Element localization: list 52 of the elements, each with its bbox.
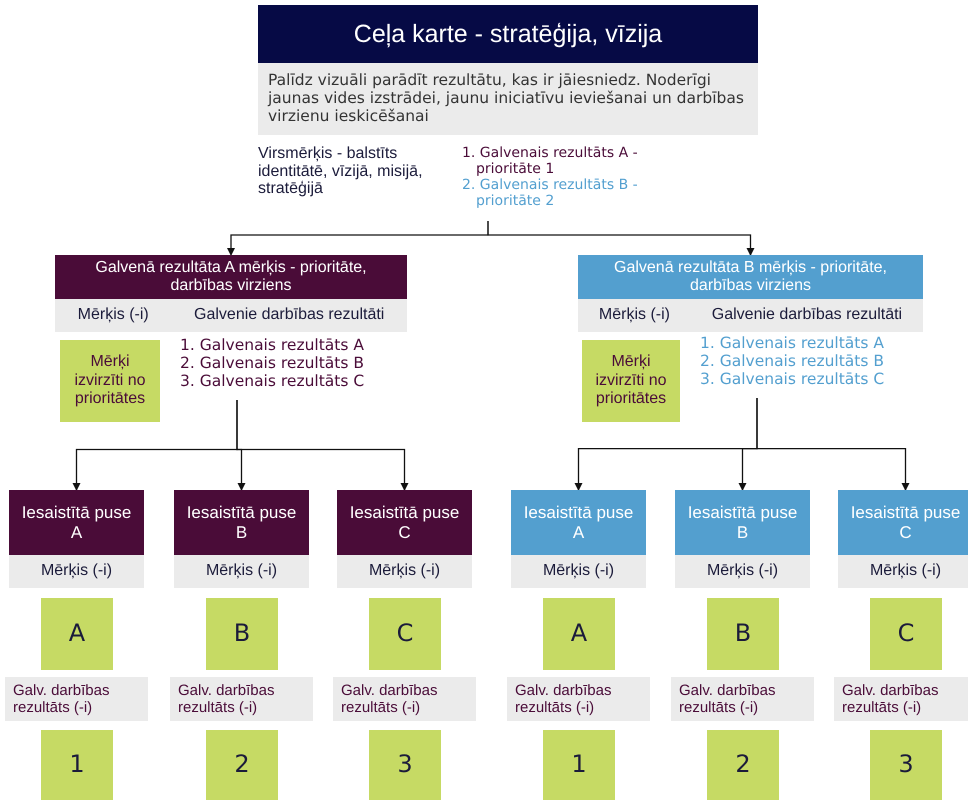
goal-bar: Mērķis (-i): [174, 555, 309, 588]
list-item: 2. Galvenais rezultāts B: [700, 352, 884, 371]
letter-box: 3: [870, 730, 942, 800]
stakeholder-box: Iesaistītā puse B: [675, 490, 810, 555]
letter-box: 3: [369, 730, 441, 800]
stakeholder-box: Iesaistītā puse C: [838, 490, 968, 555]
goal-bar: Mērķis (-i): [337, 555, 472, 588]
goal-bar: Mērķis (-i): [9, 555, 144, 588]
title-banner: Ceļa karte - stratēģija, vīzija: [258, 5, 758, 63]
goal-box: Mērķi izvirzīti no prioritātes: [582, 340, 680, 422]
letter-box: B: [707, 598, 779, 670]
list-item: 3. Galvenais rezultāts C: [180, 372, 364, 390]
stakeholder-box: Iesaistītā puse B: [174, 490, 309, 555]
letter-box: 2: [206, 730, 278, 800]
goal-bar: Mērķis (-i): [675, 555, 810, 588]
arrow: [236, 400, 408, 491]
letter-box: C: [369, 598, 441, 670]
goal-box: Mērķi izvirzīti no prioritātes: [60, 340, 160, 422]
stakeholder-box: Iesaistītā puse A: [9, 490, 144, 555]
letter-box: C: [870, 598, 942, 670]
goal-bar: Mērķis (-i): [838, 555, 968, 588]
letter-box: 1: [543, 730, 615, 800]
letter-box: A: [543, 598, 615, 670]
column-heading: Mērķis (-i): [598, 306, 670, 325]
result-bar: Galv. darbības rezultāts (-i): [5, 677, 148, 721]
description-panel: Palīdz vizuāli parādīt rezultātu, kas ir jāiesniedz. Noderīgi jaunas vides izstrādei, jaunu iniciatīvu ieviešanai un darbības virzienu ieskicēšanai: [258, 63, 758, 135]
column-heading: Galvenie darbības rezultāti: [712, 306, 902, 325]
list-item: 1. Galvenais rezultāts A: [700, 335, 884, 353]
list-item: 3. Galvenais rezultāts C: [700, 370, 884, 388]
letter-box: B: [206, 598, 278, 670]
result-bar: Galv. darbības rezultāts (-i): [333, 677, 476, 721]
letter-box: 1: [41, 730, 113, 800]
goal-header-box: Galvenā rezultāta A mērķis - prioritāte, darbības virziens: [55, 255, 407, 299]
goal-header-box: Galvenā rezultāta B mērķis - prioritāte, darbības virziens: [578, 255, 923, 299]
list-item: 2. Galvenais rezultāts B: [180, 354, 364, 373]
result-bar: Galv. darbības rezultāts (-i): [170, 677, 313, 721]
arrow: [487, 221, 754, 256]
letter-box: 2: [707, 730, 779, 800]
letter-box: A: [41, 598, 113, 670]
list-item: 1. Galvenais rezultāts A: [180, 337, 364, 355]
list-item: 2. Galvenais rezultāts B - prioritāte 2: [462, 177, 639, 210]
result-bar: Galv. darbības rezultāts (-i): [507, 677, 650, 721]
stakeholder-box: Iesaistītā puse C: [337, 490, 472, 555]
arrow: [756, 398, 910, 491]
result-bar: Galv. darbības rezultāts (-i): [834, 677, 968, 721]
column-heading: Mērķis (-i): [78, 306, 149, 325]
goal-bar: Mērķis (-i): [511, 555, 646, 588]
result-bar: Galv. darbības rezultāts (-i): [671, 677, 814, 721]
note-text: Virsmērķis - balstīts identitātē, vīzijā, misijā, stratēģijā: [258, 145, 424, 198]
list-item: 1. Galvenais rezultāts A - prioritāte 1: [462, 145, 639, 178]
stakeholder-box: Iesaistītā puse A: [511, 490, 646, 555]
column-heading: Galvenie darbības rezultāti: [194, 306, 384, 325]
